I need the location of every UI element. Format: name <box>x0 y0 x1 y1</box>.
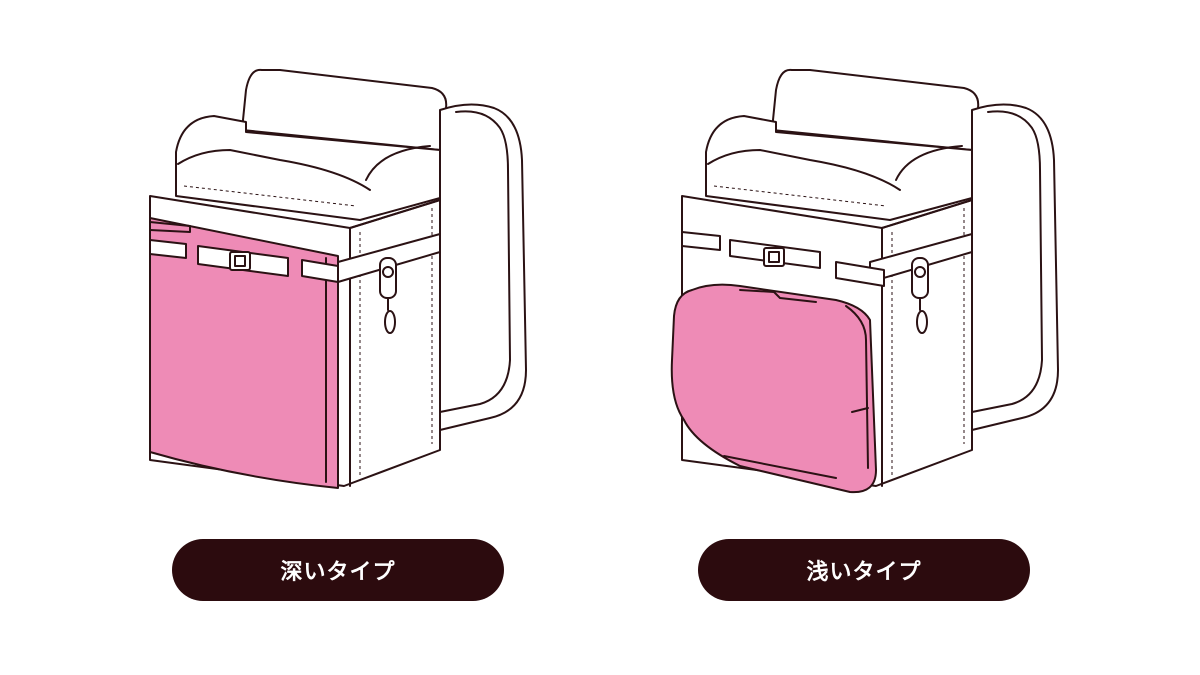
shallow-pocket-shape <box>670 283 877 494</box>
deep-type-label: 深いタイプ <box>172 539 504 601</box>
deep-type-panel: 深いタイプ <box>149 68 527 601</box>
deep-pocket-backpack-illustration <box>149 68 527 489</box>
shallow-type-label: 浅いタイプ <box>698 539 1030 601</box>
shallow-type-panel: 浅いタイプ <box>600 0 1200 675</box>
shallow-pocket-backpack-illustration <box>670 68 1059 494</box>
deep-pocket-shape <box>149 217 339 489</box>
